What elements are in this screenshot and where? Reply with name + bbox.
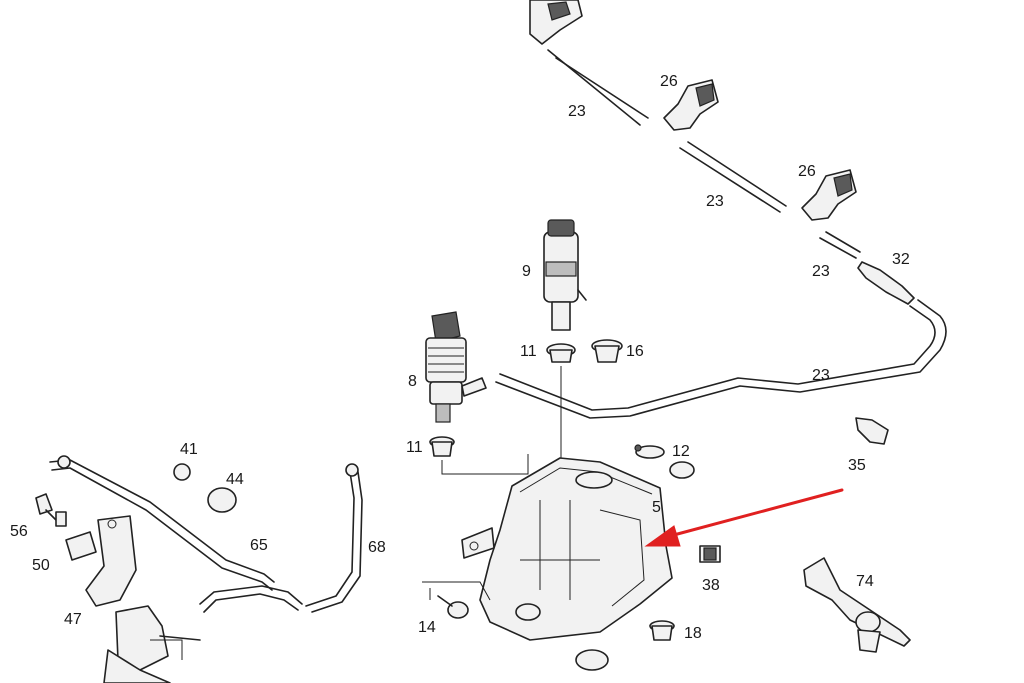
label-47: 47 — [64, 611, 82, 628]
washer-fluid-reservoir-5 — [461, 457, 673, 641]
label-14: 14 — [418, 619, 436, 636]
clip-35 — [855, 417, 889, 445]
arrow-shaft — [668, 488, 844, 538]
label-74: 74 — [856, 573, 874, 590]
label-12: 12 — [672, 443, 690, 460]
label-56: 56 — [10, 523, 28, 540]
label-44: 44 — [226, 471, 244, 488]
label-68: 68 — [368, 539, 386, 556]
arrow-head — [644, 525, 681, 547]
label-41: 41 — [180, 441, 198, 458]
label-18: 18 — [684, 625, 702, 642]
label-23-d: 23 — [812, 367, 830, 384]
clip-38 — [699, 545, 721, 563]
label-23-a: 23 — [568, 103, 586, 120]
parts-56-50-47 — [35, 493, 201, 683]
label-23-b: 23 — [706, 193, 724, 210]
label-38: 38 — [702, 577, 720, 594]
label-11-a: 11 — [520, 343, 537, 360]
label-32: 32 — [892, 251, 910, 268]
cap-12 — [634, 444, 695, 479]
label-16: 16 — [626, 343, 644, 360]
sensor-74 — [803, 557, 911, 653]
label-26-a: 26 — [660, 73, 678, 90]
label-5: 5 — [652, 499, 661, 516]
grommet-11-upper — [546, 343, 576, 363]
label-23-c: 23 — [812, 263, 830, 280]
label-11-b: 11 — [406, 439, 423, 456]
rubber-mount — [575, 649, 609, 671]
upper-hose-assembly — [495, 0, 947, 419]
label-8: 8 — [408, 373, 417, 390]
grommet-18 — [649, 620, 675, 641]
callout-labels: 23 26 23 26 23 32 9 11 16 8 23 11 12 35 … — [10, 73, 910, 642]
plug-16 — [591, 339, 623, 363]
washer-pump-9 — [543, 219, 587, 331]
label-50: 50 — [32, 557, 50, 574]
red-pointer-arrow — [644, 488, 844, 547]
connector-32 — [857, 261, 915, 305]
grommet-11-lower — [429, 436, 455, 457]
label-26-b: 26 — [798, 163, 816, 180]
left-hose-assembly — [49, 455, 363, 613]
washer-pump-8 — [425, 311, 487, 423]
bolt-14 — [437, 595, 469, 619]
label-65: 65 — [250, 537, 268, 554]
label-35: 35 — [848, 457, 866, 474]
label-9: 9 — [522, 263, 531, 280]
